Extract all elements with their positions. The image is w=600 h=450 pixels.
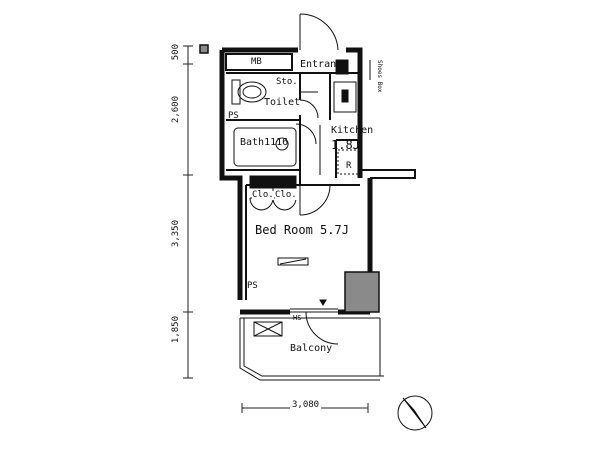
structural-columns (199, 44, 380, 313)
ps-label-bottom: PS (247, 281, 258, 291)
balcony-label: Balcony (290, 343, 333, 354)
entrance-area (333, 59, 371, 113)
bath-label: Bath1116 (240, 137, 289, 148)
dimension-3080: 3,080 (290, 400, 322, 410)
shoes-box-label: Shoes Box (376, 60, 383, 93)
bedroom-door (299, 184, 331, 216)
balcony (239, 311, 384, 381)
ps-label-top: PS (228, 111, 239, 121)
bedroom-label: Bed Room 5.7J (255, 223, 349, 237)
bath-fixture (233, 123, 317, 167)
storage-label: Sto. (276, 77, 298, 87)
toilet-label: Toilet (264, 97, 301, 108)
closet-label-right: Clo. (275, 190, 297, 200)
dimension-2600: 2,600 (171, 96, 181, 124)
hs-label: HS (293, 314, 302, 322)
entrance-label: Entrance (300, 59, 349, 70)
dimension-500: 500 (171, 44, 181, 61)
dimension-3350: 3,350 (171, 220, 181, 248)
refrigerator-label: R (346, 161, 352, 171)
compass-icon (397, 395, 433, 431)
entrance-door (299, 13, 339, 51)
kitchen-fixture (319, 125, 359, 175)
inner-walls (225, 53, 416, 300)
bedroom-marks (277, 257, 338, 313)
closet-label-left: Clo. (252, 190, 274, 200)
kitchen-label: Kitchen (331, 125, 374, 136)
toilet-fixture (231, 79, 319, 119)
mb-label: MB (251, 57, 262, 67)
kitchen-size-label: 1.8J (331, 138, 360, 152)
dimension-1850: 1,850 (171, 316, 181, 344)
